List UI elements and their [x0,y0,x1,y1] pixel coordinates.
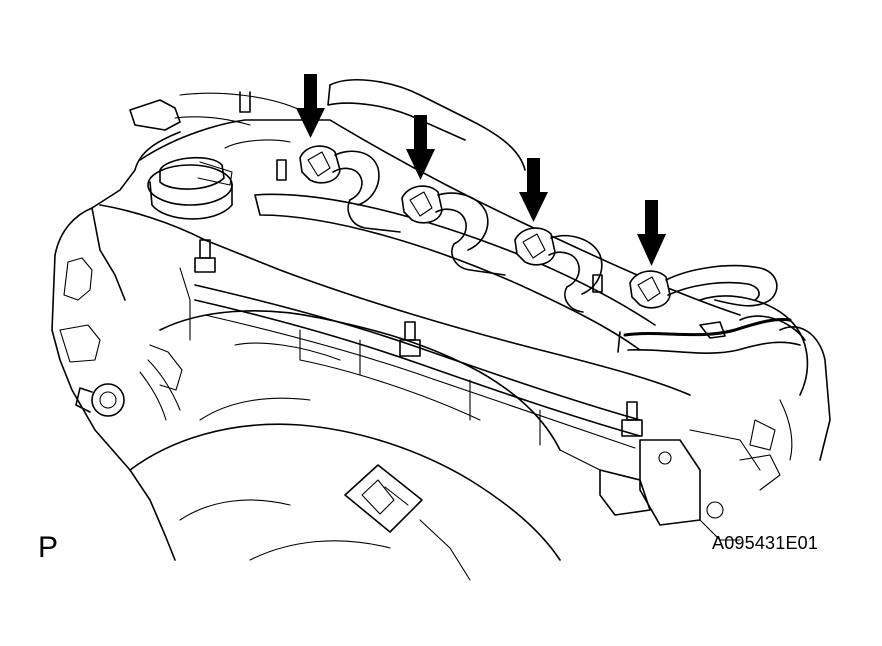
down-arrow-icon [406,115,435,180]
ignition-coil-connector-4[interactable] [629,264,778,309]
oil-filler-cap [147,156,233,220]
down-arrow-icon [637,200,666,266]
intake-manifold [129,310,561,581]
ignition-coils [299,145,801,354]
view-label: P [38,531,59,564]
ignition-coil-connector-1[interactable] [299,145,401,233]
ignition-coil-connector-2[interactable] [401,185,506,276]
down-arrow-icon [519,158,548,222]
engine-block-outline [51,131,183,561]
right-side-components [559,295,831,541]
ignition-coil-connector-3[interactable] [514,227,603,313]
down-arrow-icon [296,74,325,138]
breather-hose [623,318,792,337]
figure-id: A095431E01 [712,533,819,553]
callout-arrows [296,74,666,266]
